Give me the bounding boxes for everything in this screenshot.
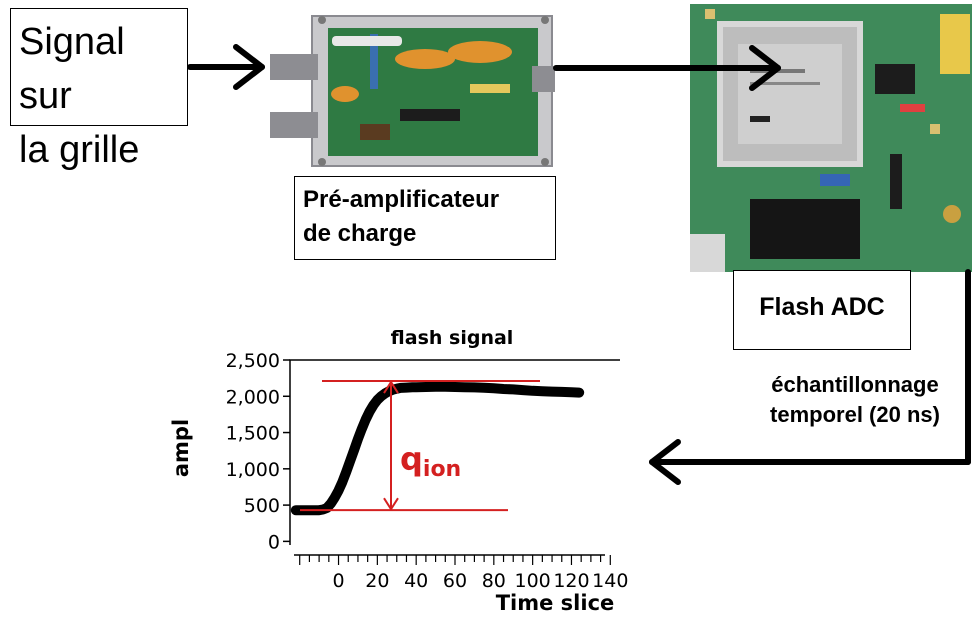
y-tick-label: 1,000 [226, 459, 280, 481]
y-tick-label: 1,500 [226, 423, 280, 445]
y-tick-label: 0 [268, 531, 280, 553]
x-tick-label: 100 [515, 570, 551, 592]
x-tick-label: 20 [365, 570, 389, 592]
x-tick-label: 60 [443, 570, 467, 592]
x-tick-label: 80 [482, 570, 506, 592]
flash-signal-series-line [296, 387, 579, 510]
x-axis-label: Time slice [496, 591, 615, 615]
x-tick-label: 40 [404, 570, 428, 592]
y-tick-label: 500 [244, 495, 280, 517]
y-tick-label: 2,000 [226, 386, 280, 408]
x-tick-label: 120 [553, 570, 589, 592]
x-tick-label: 140 [592, 570, 628, 592]
chart-title: flash signal [391, 327, 514, 349]
y-tick-label: 2,500 [226, 350, 280, 372]
y-axis-label: ampl [169, 419, 193, 477]
x-tick-label: 0 [332, 570, 344, 592]
qion-label: qion [400, 440, 461, 482]
